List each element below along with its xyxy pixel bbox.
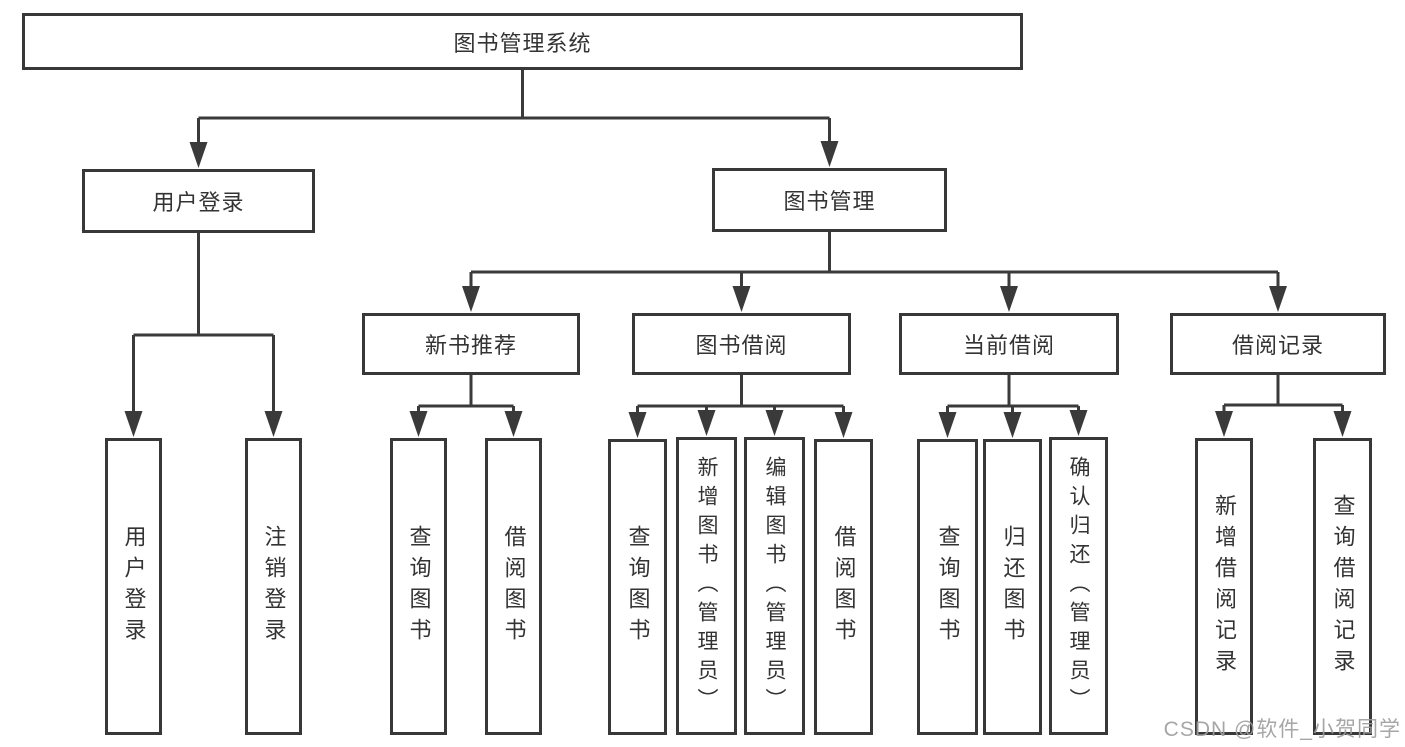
node-leaf-query-borrow-record-label: 查询借阅记录 [1330,493,1356,680]
node-leaf-add-books-admin: 新增图书（管理员） [676,437,737,735]
connector-root-to-level2 [189,70,839,168]
arrow-down-icon [462,286,480,312]
node-leaf-add-borrow-record-label: 新增借阅记录 [1212,493,1237,680]
arrow-down-icon [1333,411,1352,437]
node-leaf-query-books-recommend: 查询图书 [390,438,447,735]
node-leaf-borrow-books-borrowing-label: 借阅图书 [831,525,857,649]
arrow-down-icon [765,410,784,436]
arrow-down-icon [409,411,428,437]
node-leaf-borrow-books-recommend-label: 借阅图书 [501,524,527,649]
node-leaf-return-books-label: 归还图书 [1000,525,1026,649]
node-leaf-return-books: 归还图书 [983,439,1042,735]
node-leaf-logout: 注销登录 [245,438,302,735]
arrow-down-icon [1269,286,1287,312]
node-leaf-query-books-borrowing: 查询图书 [608,439,667,735]
arrow-down-icon [820,141,839,167]
connector-current-borrowing-children [938,375,1088,438]
arrow-down-icon [189,142,208,168]
arrow-down-icon [834,412,853,438]
node-leaf-add-books-admin-label: 新增图书（管理员） [695,455,718,717]
connector-new-book-recommend-children [409,375,523,437]
connector-user-login-children [124,233,283,437]
node-current-borrowing-label: 当前借阅 [962,333,1055,358]
arrow-down-icon [124,411,143,437]
arrow-down-icon [697,410,716,436]
connector-book-borrowing-children [628,375,853,438]
node-user-login-label: 用户登录 [152,190,245,215]
node-borrowing-records-label: 借阅记录 [1231,333,1324,358]
arrow-down-icon [504,411,523,437]
node-new-book-recommend: 新书推荐 [362,313,580,375]
node-leaf-user-login: 用户登录 [105,438,162,735]
node-book-management-label: 图书管理 [783,189,876,214]
node-book-management: 图书管理 [712,168,947,232]
node-leaf-borrow-books-recommend: 借阅图书 [485,438,542,735]
node-user-login: 用户登录 [82,169,315,233]
node-leaf-user-login-label: 用户登录 [121,524,147,649]
arrow-down-icon [264,411,283,437]
node-book-borrowing: 图书借阅 [632,313,851,375]
node-leaf-query-books-current-label: 查询图书 [935,525,961,649]
node-leaf-query-books-current: 查询图书 [917,439,978,735]
connector-borrowing-records-children [1215,375,1352,437]
arrow-down-icon [628,412,647,438]
watermark-text: CSDN @软件_小贺同学 [1163,718,1401,741]
node-leaf-edit-books-admin-label: 编辑图书（管理员） [763,455,786,717]
node-leaf-add-borrow-record: 新增借阅记录 [1195,438,1253,735]
arrow-down-icon [938,412,957,438]
node-leaf-query-books-recommend-label: 查询图书 [406,524,432,649]
node-leaf-query-books-borrowing-label: 查询图书 [625,525,651,649]
node-root-label: 图书管理系统 [453,30,592,56]
node-leaf-query-borrow-record: 查询借阅记录 [1313,438,1372,735]
arrow-down-icon [1003,412,1022,438]
node-book-borrowing-label: 图书借阅 [695,333,788,358]
node-current-borrowing: 当前借阅 [899,313,1119,375]
node-new-book-recommend-label: 新书推荐 [424,333,517,358]
node-root: 图书管理系统 [22,13,1023,70]
node-leaf-logout-label: 注销登录 [261,524,287,649]
node-leaf-confirm-return-admin-label: 确认归还（管理员） [1067,455,1090,717]
arrow-down-icon [732,286,751,312]
node-leaf-borrow-books-borrowing: 借阅图书 [814,439,873,735]
arrow-down-icon [1000,286,1018,312]
arrow-down-icon [1069,410,1088,436]
node-leaf-edit-books-admin: 编辑图书（管理员） [744,437,805,735]
node-leaf-confirm-return-admin: 确认归还（管理员） [1049,437,1108,735]
node-borrowing-records: 借阅记录 [1170,313,1386,375]
connector-book-management-children [462,232,1287,312]
arrow-down-icon [1215,411,1233,437]
